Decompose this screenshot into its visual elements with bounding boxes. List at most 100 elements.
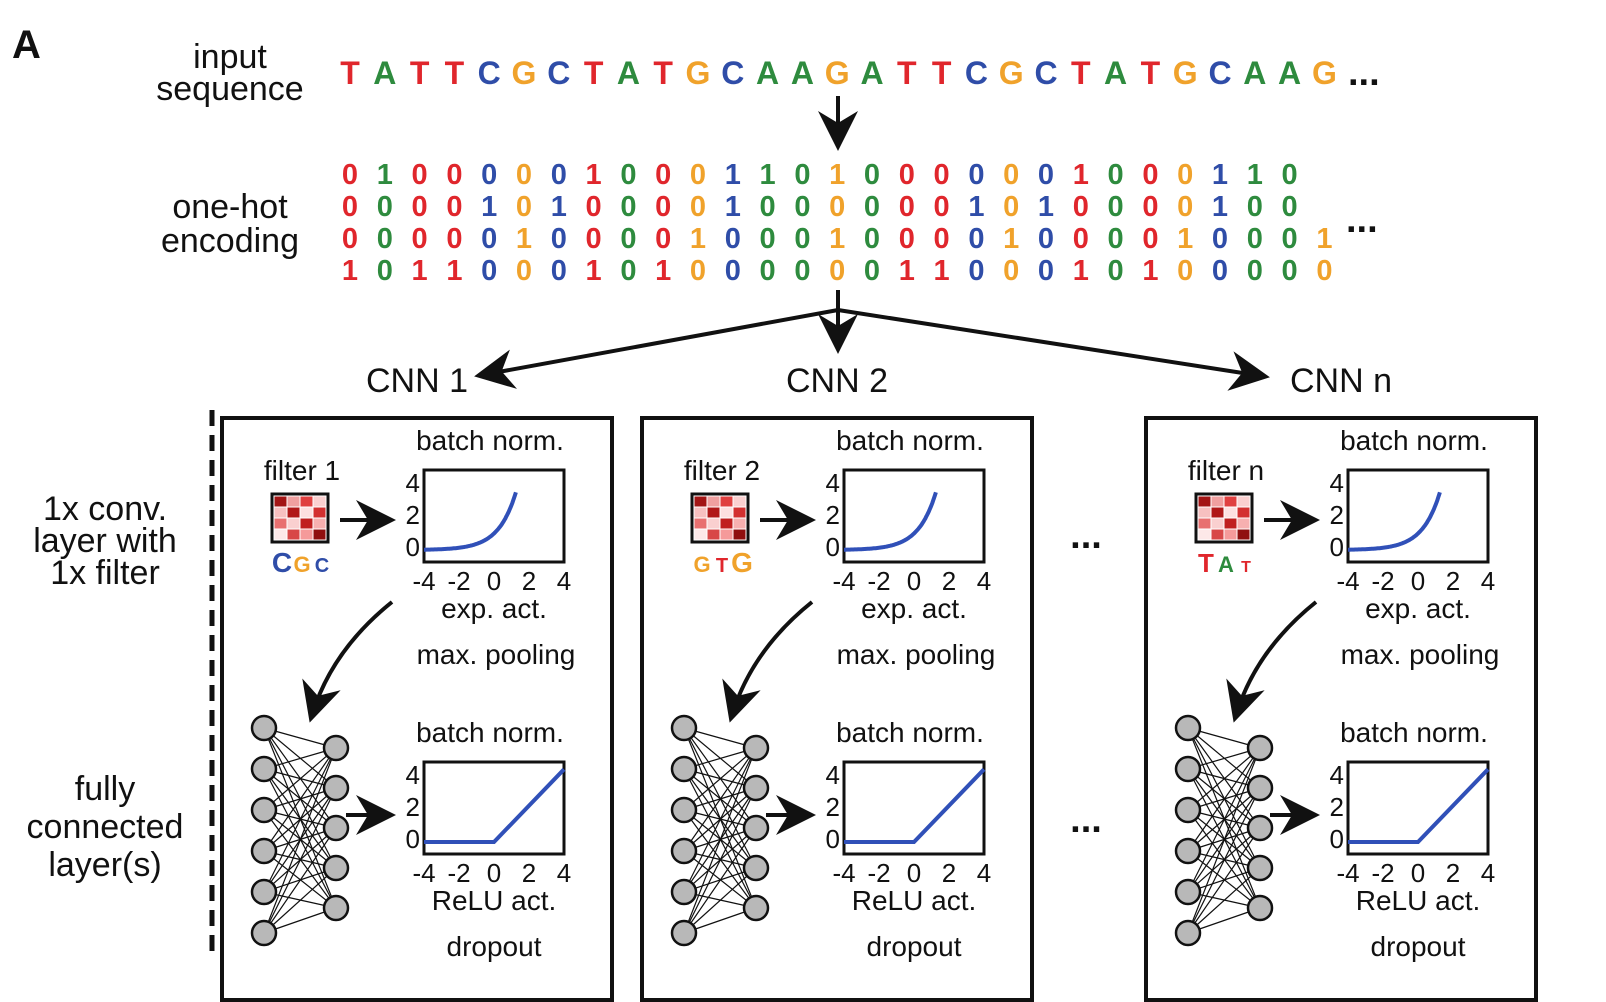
onehot-cell: 1 [725,191,741,223]
cnn-title: CNN 1 [366,362,468,400]
onehot-cell: 0 [968,159,984,191]
onehot-cell: 0 [551,223,567,255]
onehot-cell: 0 [1108,191,1124,223]
onehot-cell: 0 [1038,159,1054,191]
sequence-letter: C [965,55,988,91]
onehot-cell: 0 [412,159,428,191]
onehot-cell: 1 [481,191,497,223]
relu-act-label: ReLU act. [852,885,977,916]
y-tick-label: 4 [826,760,840,790]
onehot-cell: 1 [829,223,845,255]
network-edge [263,827,337,934]
onehot-cell: 0 [1177,191,1193,223]
onehot-cell: 0 [899,191,915,223]
cnn-title: CNN 2 [786,362,888,400]
x-tick-label: 2 [1446,858,1460,888]
onehot-cell: 0 [968,255,984,287]
onehot-cell: 0 [864,159,880,191]
onehot-cell: 0 [690,191,706,223]
onehot-cell: 0 [481,159,497,191]
onehot-cell: 1 [1073,255,1089,287]
y-tick-label: 2 [406,500,420,530]
network-node [250,714,278,742]
conv-label-line3: 1x filter [50,554,160,592]
network-edge [1187,867,1261,934]
svg-text:G: G [293,552,310,577]
onehot-cell: 0 [1003,159,1019,191]
y-tick-label: 2 [1330,792,1344,822]
relu-act-label: ReLU act. [432,885,557,916]
y-tick-label: 0 [406,532,420,562]
network-node [670,796,698,824]
conv-label-line2: layer with [33,522,177,560]
onehot-cell: 1 [1073,159,1089,191]
exp-plot-frame [1346,468,1490,564]
x-tick-label: -4 [832,858,855,888]
sequence-letter: G [686,55,711,91]
onehot-cell: 0 [690,255,706,287]
x-tick-label: -4 [1336,858,1359,888]
batch-norm-label: batch norm. [836,425,984,456]
x-tick-label: -4 [1336,566,1359,596]
sequence-letter: C [1208,55,1231,91]
onehot-cell: 0 [1177,255,1193,287]
network-node [250,919,278,947]
onehot-cell: 1 [412,255,428,287]
onehot-cell: 0 [725,223,741,255]
sequence-letter: G [1173,55,1198,91]
network-edge [263,787,337,934]
onehot-cell: 0 [1108,159,1124,191]
svg-text:T: T [716,555,728,577]
onehot-cell: 0 [864,223,880,255]
relu-plot-frame [842,760,986,856]
exp-act-label: exp. act. [441,593,547,624]
onehot-cell: 0 [586,223,602,255]
onehot-cell: 0 [794,223,810,255]
network-edge [1187,747,1261,934]
onehot-cell: 0 [377,223,393,255]
network-node [1174,837,1202,865]
sequence-letter: A [1243,55,1266,91]
onehot-cell: 0 [412,223,428,255]
network-node [1174,919,1202,947]
network-node [670,878,698,906]
filter-label: filter n [1188,455,1264,486]
onehot-cell: 1 [516,223,532,255]
onehot-cell: 0 [655,159,671,191]
x-tick-label: 4 [557,858,571,888]
sequence-letter: T [1071,55,1091,91]
filter-heatmap [270,492,330,544]
network-edge [263,747,337,893]
network-node [1174,878,1202,906]
onehot-cell: 0 [1108,255,1124,287]
onehot-cell: 0 [446,191,462,223]
y-tick-label: 4 [1330,468,1344,498]
onehot-cell: 1 [968,191,984,223]
sequence-letter: A [756,55,779,91]
onehot-cell: 0 [1282,159,1298,191]
onehot-cell: 1 [1177,223,1193,255]
network-edge [1187,747,1261,893]
network-node [1174,796,1202,824]
onehot-cell: 1 [934,255,950,287]
relu-activation-curve [844,767,986,844]
cnn-box [1144,416,1538,1002]
svg-text:G: G [693,552,710,577]
arrow-to-cnnn [837,308,1270,391]
onehot-cell: 0 [1212,223,1228,255]
onehot-label-line2: encoding [161,222,299,260]
onehot-cell: 0 [829,191,845,223]
sequence-letter: A [791,55,814,91]
onehot-cell: 0 [1003,191,1019,223]
network-node [322,814,350,842]
onehot-cell: 0 [446,223,462,255]
arrow-pooling-to-dense [722,600,814,723]
network-node [250,755,278,783]
onehot-cell: 0 [1038,255,1054,287]
onehot-cell: 0 [446,159,462,191]
x-tick-label: -2 [447,858,470,888]
network-edge [683,747,757,811]
